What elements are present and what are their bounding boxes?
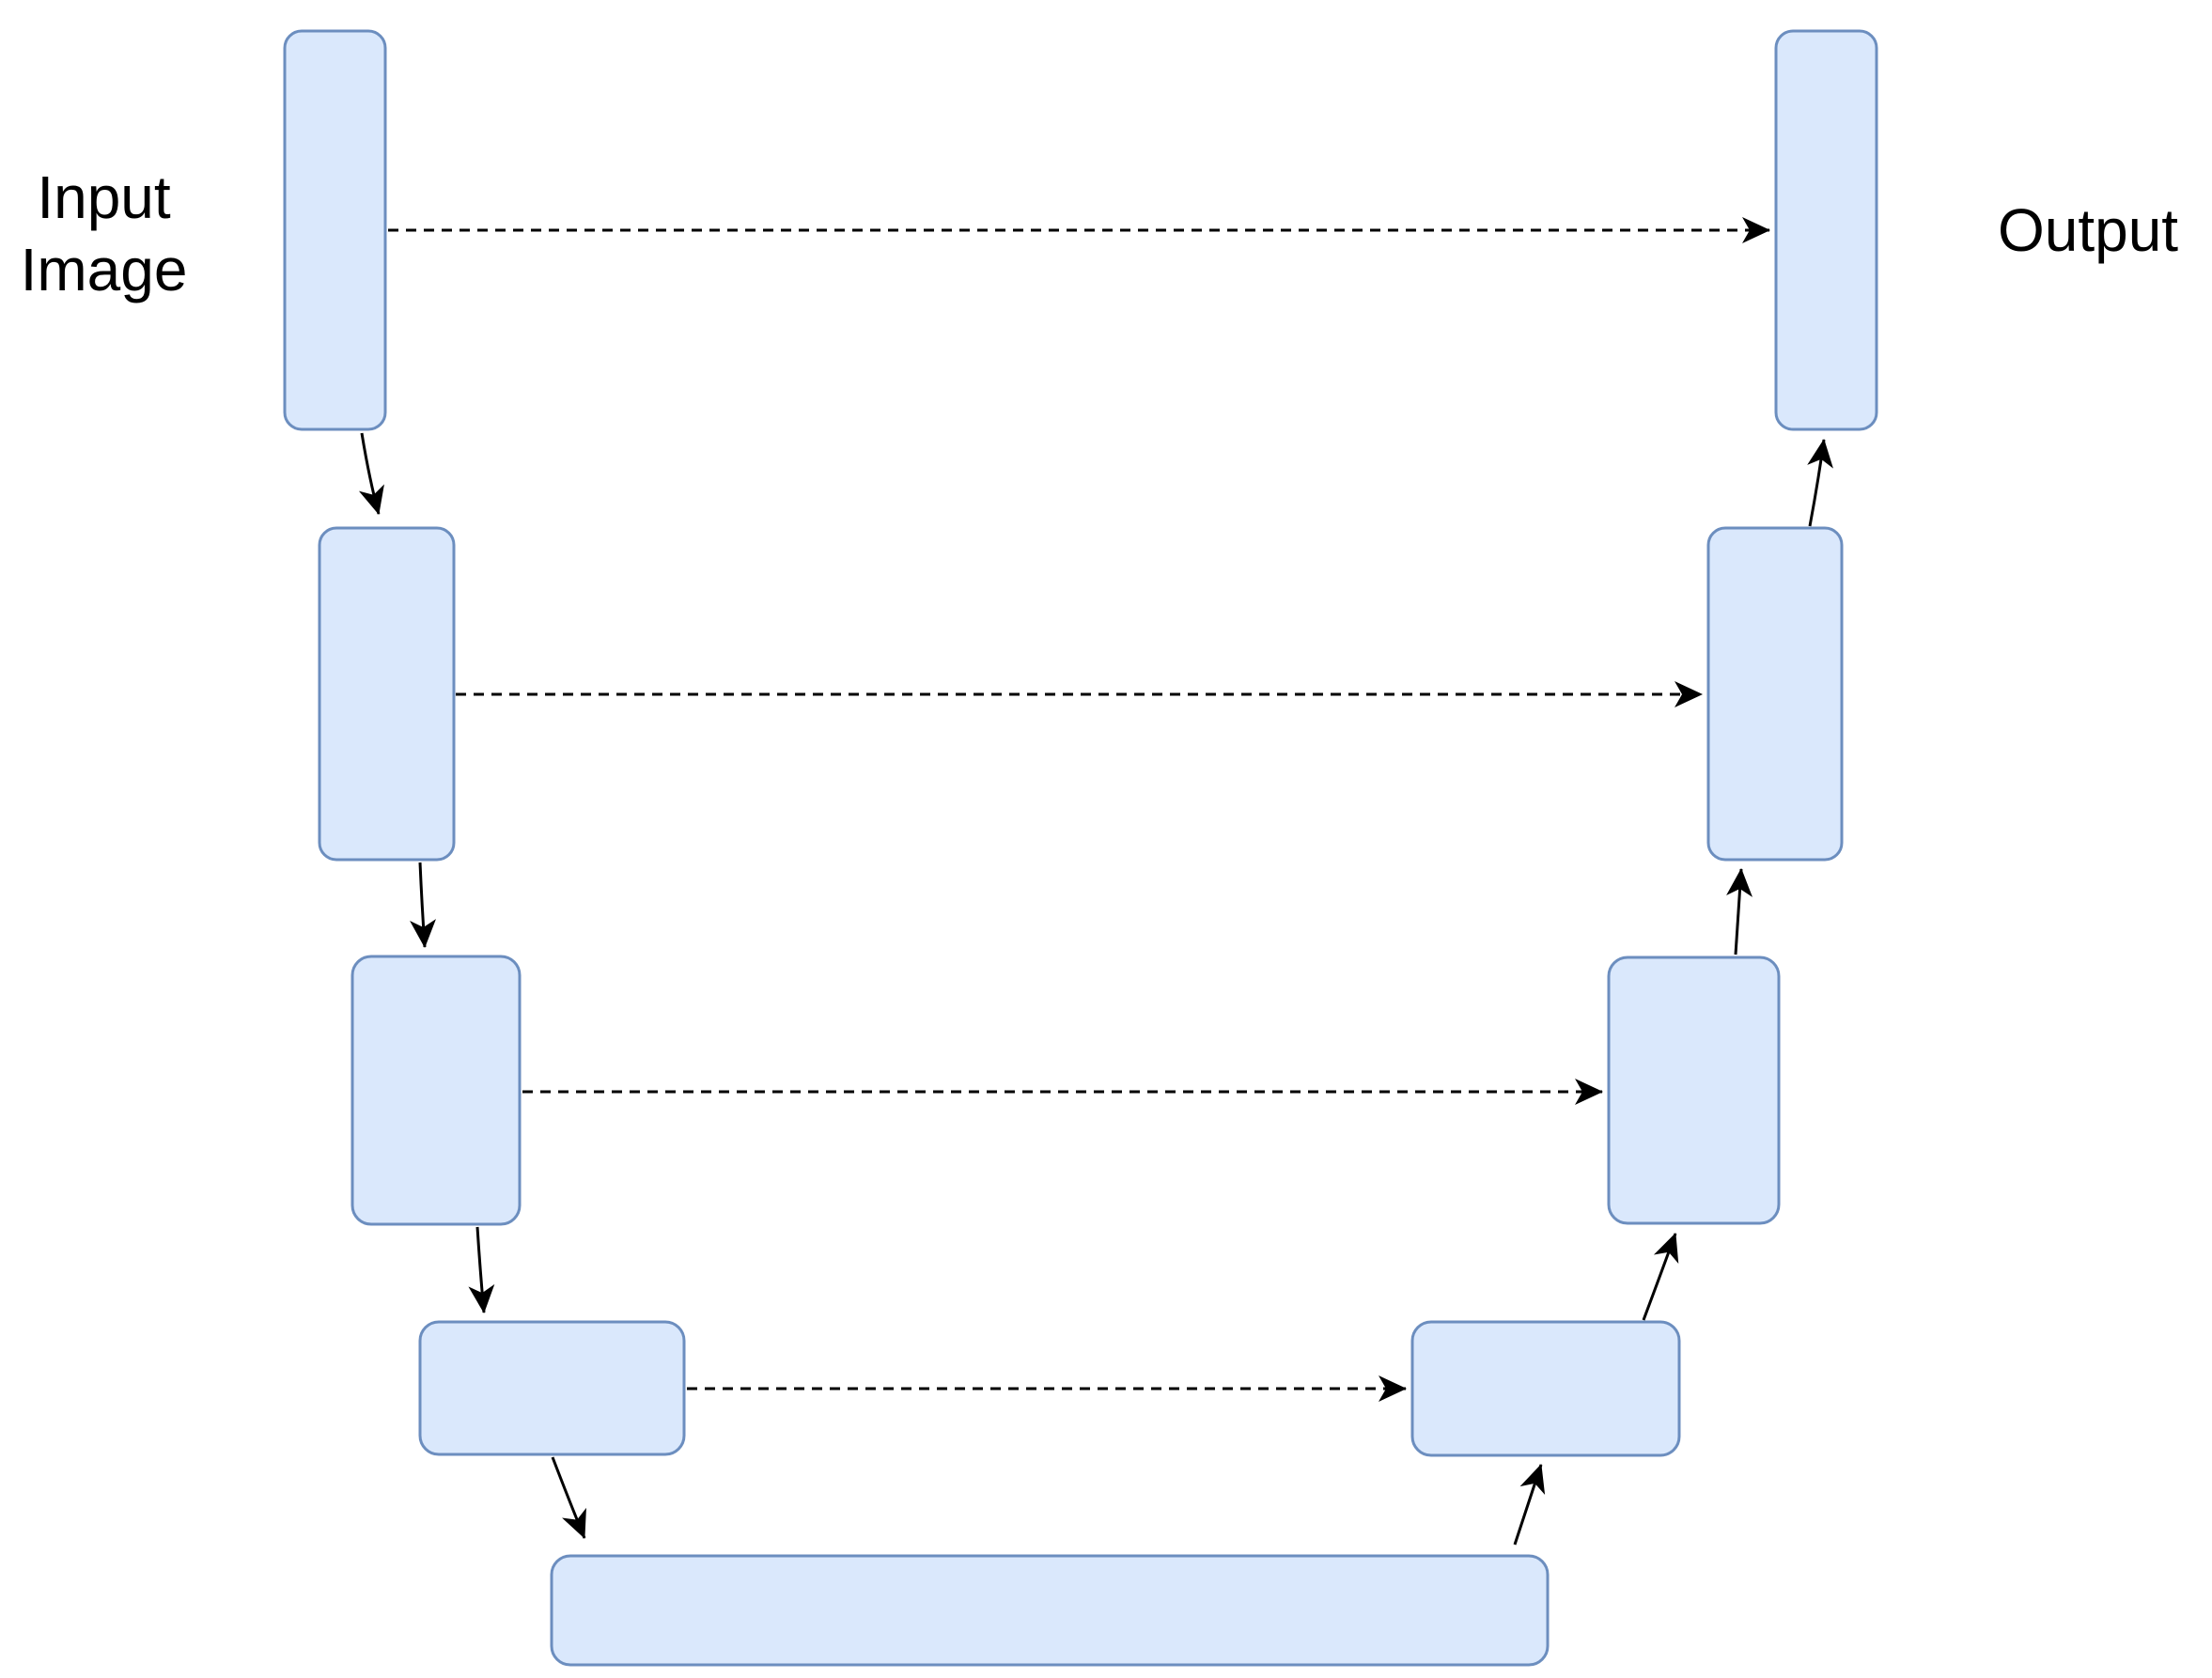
edge-enc1-to-enc2	[358, 432, 384, 515]
node-decoder-2	[1706, 526, 1844, 862]
node-encoder-2	[318, 526, 456, 862]
edge-dec3-to-dec2	[1726, 868, 1752, 956]
edge-dec4-to-dec3	[1642, 1233, 1679, 1321]
edge-enc2-to-enc3	[410, 862, 436, 948]
node-encoder-3	[350, 955, 522, 1226]
edge-enc3-to-enc4	[468, 1226, 495, 1313]
input-image-label: Input Image	[20, 163, 188, 303]
node-encoder-1	[283, 29, 387, 431]
node-bottleneck	[550, 1554, 1550, 1667]
edge-enc4-to-bottleneck	[551, 1456, 586, 1539]
node-decoder-3	[1607, 956, 1781, 1225]
edge-bottleneck-to-dec4	[1513, 1464, 1546, 1546]
edge-dec2-to-dec1	[1807, 439, 1833, 527]
output-label: Output	[1997, 196, 2179, 264]
edges-layer	[358, 217, 1833, 1546]
node-decoder-4	[1410, 1320, 1681, 1457]
nodes-layer	[283, 29, 1878, 1667]
node-encoder-4	[418, 1320, 686, 1456]
node-decoder-1	[1774, 29, 1878, 431]
